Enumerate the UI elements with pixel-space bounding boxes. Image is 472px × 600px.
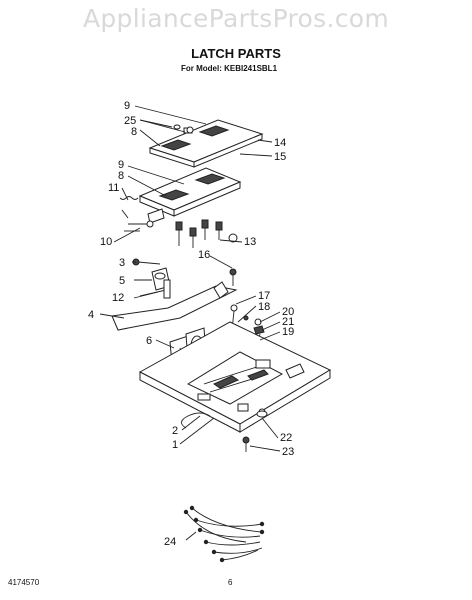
callout-17: 17 <box>258 290 270 302</box>
callout-15: 15 <box>274 151 286 163</box>
watermark: AppliancePartsPros.com <box>82 4 390 33</box>
part-1-base-plate <box>138 321 332 433</box>
callout-12: 12 <box>112 292 124 304</box>
part-2-hook <box>181 412 211 429</box>
callout-18: 18 <box>258 301 270 313</box>
callout-5: 5 <box>119 275 125 287</box>
part-23-screw <box>242 436 250 452</box>
part-11-spring <box>119 196 139 219</box>
callout-1: 1 <box>172 439 178 451</box>
part-4-latch-arm <box>111 281 238 331</box>
callout-21: 21 <box>282 316 294 328</box>
part-22-standoff <box>256 410 268 418</box>
leader-lines <box>99 105 281 541</box>
callout-24: 24 <box>164 536 176 548</box>
part-3-screw <box>132 258 161 266</box>
callout-20: 20 <box>282 306 294 318</box>
part-10-pin <box>124 220 154 232</box>
callout-22: 22 <box>280 432 292 444</box>
callout-16: 16 <box>198 249 210 261</box>
callout-8-upper: 8 <box>131 126 137 138</box>
callout-25: 25 <box>124 115 136 127</box>
page-title: LATCH PARTS <box>191 46 281 61</box>
part-24-wire-harness <box>183 505 265 563</box>
part-13-screws <box>175 219 238 248</box>
part-15-lower-plate <box>138 167 242 224</box>
callout-2: 2 <box>172 425 178 437</box>
callout-14: 14 <box>274 137 286 149</box>
model-subtitle: For Model: KEBI241SBL1 <box>181 64 278 73</box>
callout-6: 6 <box>146 335 152 347</box>
part-16-screw <box>229 268 237 286</box>
callout-9-upper: 9 <box>124 100 130 112</box>
document-number: 4174570 <box>8 578 40 587</box>
callout-11: 11 <box>108 182 119 194</box>
callout-9-lower: 9 <box>118 159 124 171</box>
callout-13: 13 <box>244 236 256 248</box>
part-14-upper-plate <box>148 119 264 168</box>
callout-23: 23 <box>282 446 294 458</box>
callout-4: 4 <box>88 309 94 321</box>
callout-8-lower: 8 <box>118 170 124 182</box>
page-number: 6 <box>228 578 233 587</box>
callout-19: 19 <box>282 326 294 338</box>
callout-3: 3 <box>119 257 125 269</box>
callout-10: 10 <box>100 236 112 248</box>
